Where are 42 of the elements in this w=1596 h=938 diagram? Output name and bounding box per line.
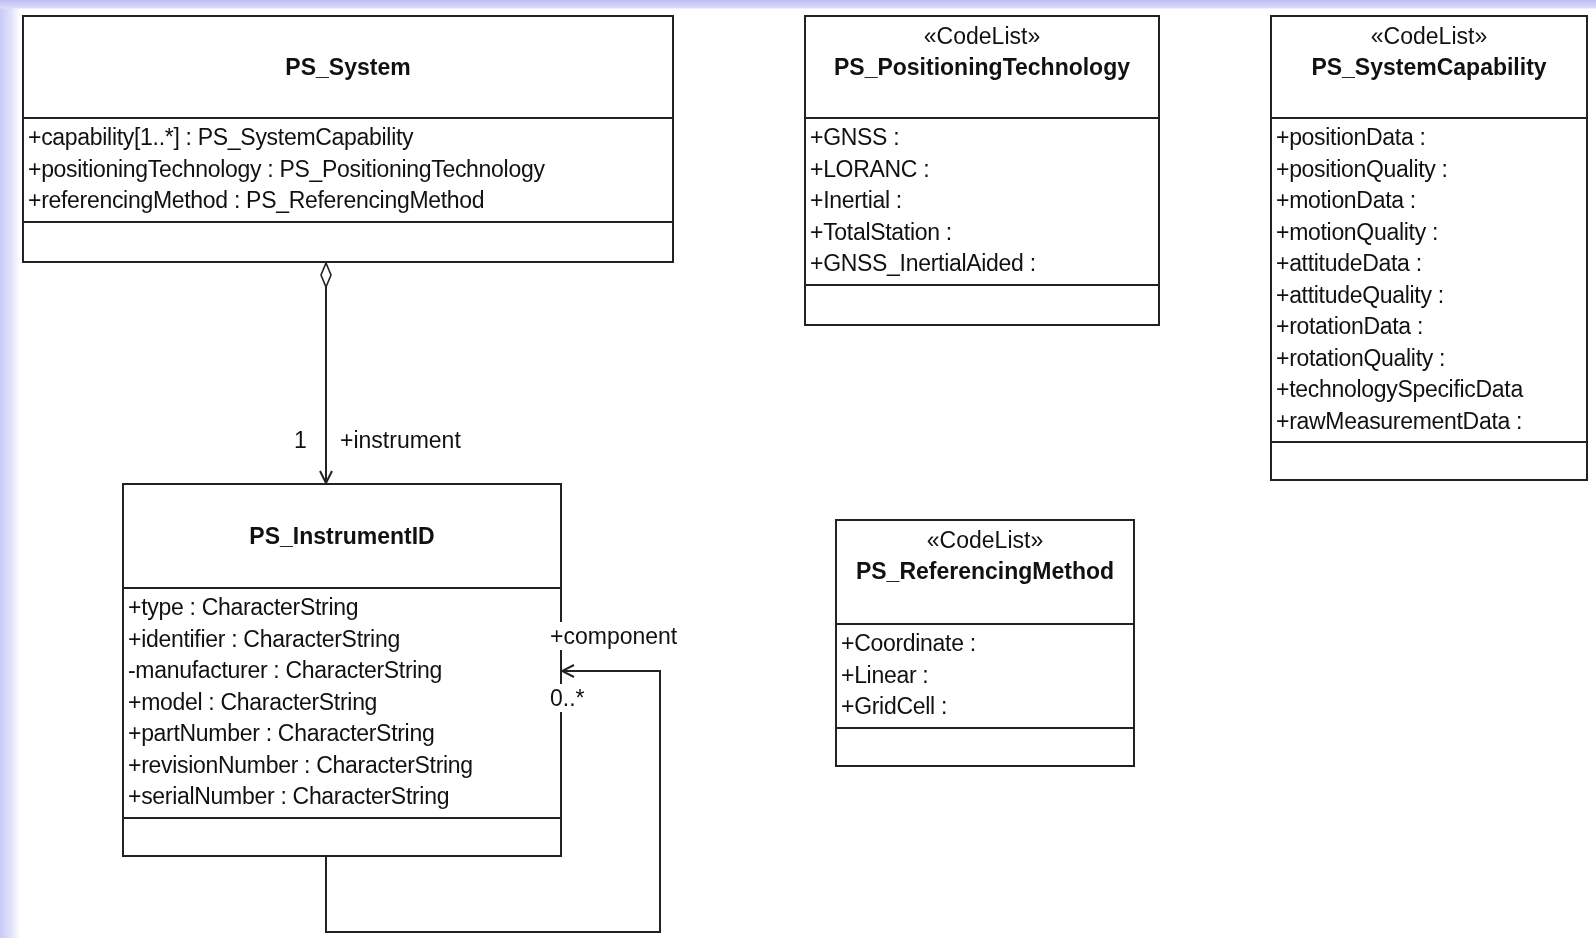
association-line (325, 664, 661, 933)
attribute-text: +motionQuality : (1276, 217, 1440, 247)
attribute-text: +Coordinate : (841, 629, 977, 658)
attribute-text: +rawMeasurementData : (1276, 406, 1524, 436)
multiplicity-label: 0..* (548, 684, 587, 712)
attribute-text: +Linear : (841, 660, 930, 690)
attribute-text: +TotalStation : (810, 217, 953, 247)
class-box (835, 519, 1135, 767)
attribute-text: +Inertial : (810, 186, 903, 215)
attribute-text: +revisionNumber : CharacterString (128, 750, 474, 780)
association-line (319, 262, 333, 484)
attribute-text: +GNSS_InertialAided : (810, 249, 1037, 278)
attribute-text: +rotationData : (1276, 312, 1424, 341)
class-box (1270, 15, 1588, 481)
attribute-text: +referencingMethod : PS_ReferencingMethod (28, 186, 486, 215)
attribute-text: +attitudeQuality : (1276, 280, 1445, 310)
attribute-text: +technologySpecificData (1276, 375, 1525, 404)
stereotype-label: «CodeList» (1370, 22, 1488, 51)
attribute-text: +LORANC : (810, 154, 931, 184)
attribute-text: +partNumber : CharacterString (128, 719, 436, 748)
class-name: PS_ReferencingMethod (855, 557, 1115, 586)
role-label: +component (548, 622, 680, 650)
attribute-text: +GridCell : (841, 692, 948, 721)
class-box (804, 15, 1160, 326)
attribute-text: +type : CharacterString (128, 593, 360, 622)
stereotype-label: «CodeList» (926, 526, 1044, 555)
attribute-text: +positionData : (1276, 123, 1427, 152)
class-name: PS_PositioningTechnology (833, 53, 1130, 82)
class-name: PS_System (285, 53, 411, 82)
attribute-text: -manufacturer : CharacterString (128, 656, 444, 685)
attribute-text: +GNSS : (810, 123, 901, 152)
attribute-text: +positioningTechnology : PS_PositioningTechnology (28, 154, 546, 184)
class-box (22, 15, 674, 263)
attribute-text: +capability[1..*] : PS_SystemCapability (28, 123, 415, 152)
attribute-text: +motionData : (1276, 186, 1417, 215)
attribute-text: +positionQuality : (1276, 154, 1449, 184)
attribute-text: +rotationQuality : (1276, 343, 1447, 373)
class-name: PS_SystemCapability (1311, 53, 1547, 82)
attribute-text: +attitudeData : (1276, 249, 1423, 278)
attribute-text: +serialNumber : CharacterString (128, 782, 451, 811)
class-name: PS_InstrumentID (249, 522, 435, 551)
stereotype-label: «CodeList» (923, 22, 1041, 51)
